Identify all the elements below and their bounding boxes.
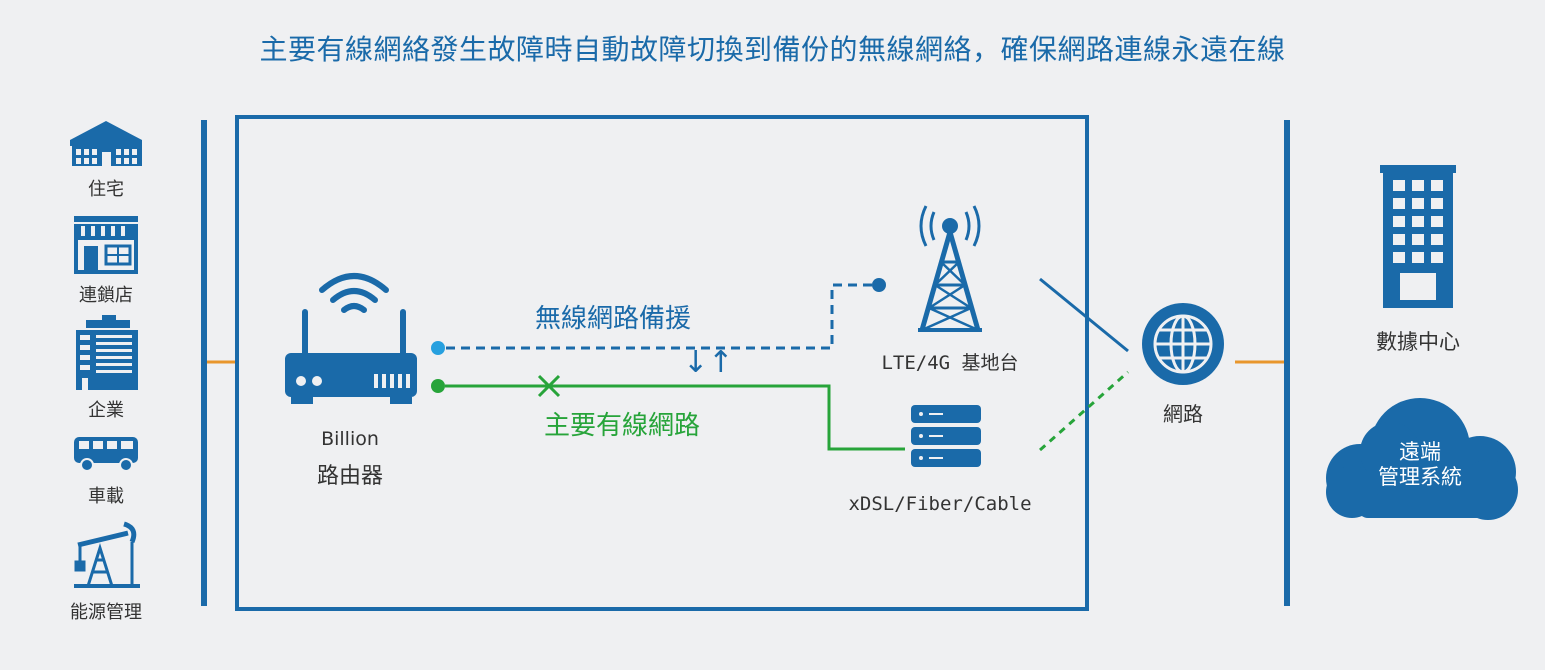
tower-endpoint-dot	[872, 278, 886, 292]
site-label-enterprise: 企業	[88, 400, 124, 421]
site-label-residential: 住宅	[88, 179, 124, 200]
site-label-energy: 能源管理	[70, 602, 142, 623]
cloud-label-line1: 遠端	[1399, 440, 1441, 464]
site-label-vehicle: 車載	[88, 486, 124, 507]
failure-x-icon	[537, 374, 561, 398]
router-label: 路由器	[316, 464, 383, 489]
wireless-backup-label: 無線網路備援	[535, 304, 692, 334]
wired-primary-label: 主要有線網路	[544, 411, 701, 441]
modem-label: xDSL/Fiber/Cable	[848, 493, 1032, 515]
tower-internet-link	[1039, 277, 1129, 353]
storefront-icon	[74, 216, 138, 274]
globe-icon	[1142, 303, 1224, 385]
wireless-port-dot	[431, 341, 445, 355]
wired-port-dot	[431, 379, 445, 393]
tower-label: LTE/4G 基地台	[881, 352, 1019, 374]
wired-primary-path	[445, 384, 905, 451]
router-icon	[285, 273, 417, 404]
cloud-icon	[1326, 398, 1518, 520]
modem-internet-link	[1039, 370, 1129, 452]
datacenter-label: 數據中心	[1376, 330, 1460, 354]
datacenter-building-icon	[1380, 165, 1456, 308]
cloud-label-line2: 管理系統	[1378, 465, 1462, 489]
router-brand: Billion	[321, 428, 379, 450]
cell-tower-icon	[918, 205, 982, 332]
network-box	[235, 115, 1089, 611]
house-icon	[70, 121, 142, 166]
modem-icon	[911, 405, 981, 467]
site-label-chain-store: 連鎖店	[79, 285, 133, 306]
office-building-icon	[76, 315, 138, 390]
bus-icon	[74, 437, 138, 472]
failover-arrows-icon: ↓↑	[683, 345, 734, 380]
oil-pump-icon	[74, 521, 140, 588]
wireless-backup-path	[446, 283, 872, 350]
diagram-title: 主要有線網絡發生故障時自動故障切換到備份的無線網絡，確保網路連線永遠在線	[259, 33, 1286, 66]
internet-label: 網路	[1163, 402, 1203, 426]
